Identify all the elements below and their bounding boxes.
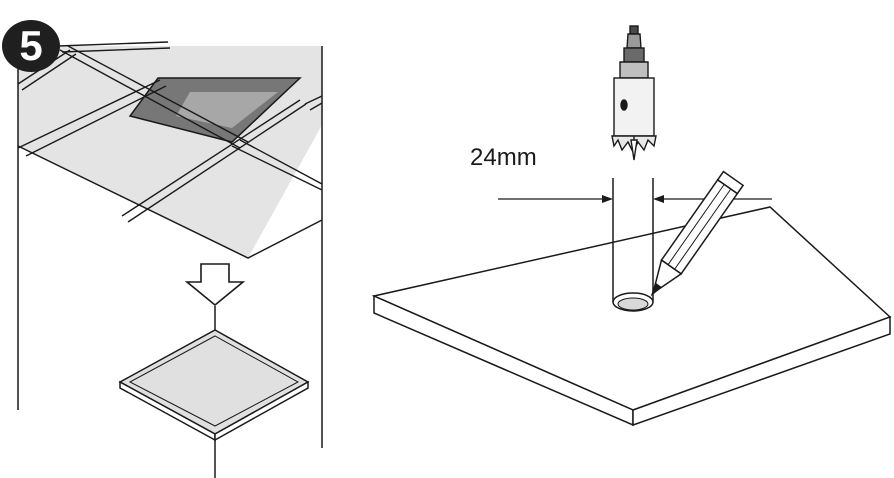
- ceiling-tile: [118, 306, 310, 478]
- ceiling-grid: [17, 41, 323, 448]
- step-number-badge: 5: [2, 20, 60, 72]
- hole-diameter-label: 24mm: [470, 144, 537, 171]
- hole-marking: [612, 178, 654, 312]
- board: [371, 206, 892, 427]
- down-arrow-icon: [184, 263, 246, 307]
- pencil-icon: [650, 170, 745, 297]
- hole-saw-drill-bit: [611, 25, 657, 161]
- ceiling-opening: [128, 77, 302, 143]
